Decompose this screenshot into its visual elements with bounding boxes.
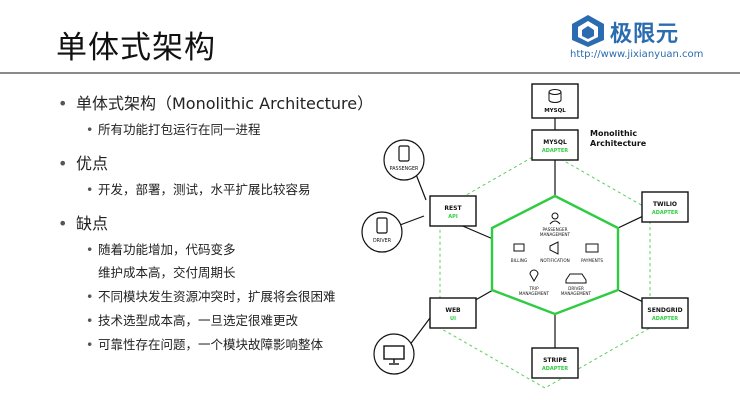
bullet-pros: 优点 bbox=[58, 152, 398, 176]
twilio-adapter-line2: ADAPTER bbox=[652, 210, 678, 216]
twilio-adapter-line1: TWILIO bbox=[653, 201, 677, 208]
core-modules: PASSENGER MANAGEMENT BILLING NOTIFICATIO… bbox=[511, 212, 603, 296]
twilio-adapter: TWILIO ADAPTER bbox=[641, 191, 689, 223]
billing-icon bbox=[513, 243, 525, 252]
car-icon bbox=[565, 273, 587, 284]
mysql-adapter: MYSQL ADAPTER bbox=[531, 129, 579, 161]
module-passenger-line2: MANAGEMENT bbox=[540, 232, 571, 237]
slide-title: 单体式架构 bbox=[56, 30, 216, 66]
sub-bullet-pros-detail: 开发，部署，测试，水平扩展比较容易 bbox=[58, 180, 398, 200]
logo-mark-icon bbox=[572, 15, 604, 47]
location-pin-icon bbox=[529, 269, 539, 283]
rest-adapter-line2: API bbox=[448, 214, 458, 220]
web-ui-adapter: WEB UI bbox=[429, 297, 477, 329]
sub-bullet-cons-reliability: 可靠性存在问题，一个模块故障影响整体 bbox=[58, 335, 398, 355]
web-adapter-line1: WEB bbox=[445, 307, 461, 314]
web-adapter-line2: UI bbox=[450, 316, 456, 322]
passenger-device: PASSENGER bbox=[383, 139, 425, 181]
sub-bullet-single-process: 所有功能打包运行在同一进程 bbox=[58, 120, 398, 140]
mysql-adapter-line2: ADAPTER bbox=[542, 148, 568, 154]
core-hexagon bbox=[490, 194, 620, 316]
stripe-adapter-line2: ADAPTER bbox=[542, 366, 568, 372]
phone-icon bbox=[376, 217, 388, 234]
architecture-diagram: MYSQL MYSQL ADAPTER Monolithic Architect… bbox=[360, 78, 740, 416]
sendgrid-adapter: SENDGRID ADAPTER bbox=[641, 297, 689, 329]
person-icon bbox=[551, 212, 559, 220]
module-driver-line2: MANAGEMENT bbox=[561, 291, 592, 296]
sub-bullet-cons-tech: 技术选型成本高，一旦选定很难更改 bbox=[58, 311, 398, 331]
bullet-cons: 缺点 bbox=[58, 212, 398, 236]
phone-icon bbox=[398, 145, 410, 162]
logo-url: http://www.jixianyuan.com bbox=[570, 49, 704, 60]
monolithic-label-line1: Monolithic bbox=[590, 129, 637, 138]
rest-api-adapter: REST API bbox=[429, 195, 477, 227]
logo-name: 极限元 bbox=[610, 22, 680, 47]
rest-adapter-line1: REST bbox=[444, 205, 462, 212]
module-trip-line2: MANAGEMENT bbox=[519, 291, 550, 296]
module-billing: BILLING bbox=[511, 258, 527, 263]
logo: 极限元 http://www.jixianyuan.com bbox=[566, 12, 736, 64]
architecture-svg: MYSQL MYSQL ADAPTER Monolithic Architect… bbox=[361, 83, 689, 389]
title-divider bbox=[0, 72, 740, 74]
sendgrid-adapter-line2: ADAPTER bbox=[652, 316, 678, 322]
module-notification: NOTIFICATION bbox=[540, 258, 570, 263]
driver-device-label: DRIVER bbox=[373, 238, 392, 244]
sub-bullet-cons-resource: 不同模块发生资源冲突时，扩展将会很困难 bbox=[58, 287, 398, 307]
stripe-adapter: STRIPE ADAPTER bbox=[531, 347, 579, 379]
monolithic-label-line2: Architecture bbox=[590, 139, 647, 148]
mysql-database-icon: MYSQL bbox=[531, 83, 579, 119]
bullet-monolithic: 单体式架构（Monolithic Architecture） bbox=[58, 92, 398, 116]
mysql-adapter-line1: MYSQL bbox=[543, 139, 567, 146]
driver-device: DRIVER bbox=[361, 211, 403, 253]
mysql-db-label: MYSQL bbox=[544, 108, 566, 114]
payment-card-icon bbox=[585, 243, 599, 253]
megaphone-icon bbox=[549, 241, 559, 255]
sub-bullet-cons-code-cont: 维护成本高，交付周期长 bbox=[98, 265, 236, 280]
sub-bullet-cons-code: 随着功能增加，代码变多 bbox=[58, 240, 398, 260]
passenger-device-label: PASSENGER bbox=[390, 166, 419, 172]
sendgrid-adapter-line1: SENDGRID bbox=[647, 307, 682, 314]
stripe-adapter-line1: STRIPE bbox=[543, 357, 567, 364]
module-trip-line1: TRIP bbox=[528, 286, 539, 291]
bullet-list: 单体式架构（Monolithic Architecture） 所有功能打包运行在… bbox=[58, 88, 398, 355]
module-payments: PAYMENTS bbox=[581, 258, 603, 263]
module-driver-line1: DRIVER bbox=[568, 286, 584, 291]
desktop-device bbox=[373, 333, 415, 375]
module-passenger-line1: PASSENGER bbox=[542, 227, 567, 232]
